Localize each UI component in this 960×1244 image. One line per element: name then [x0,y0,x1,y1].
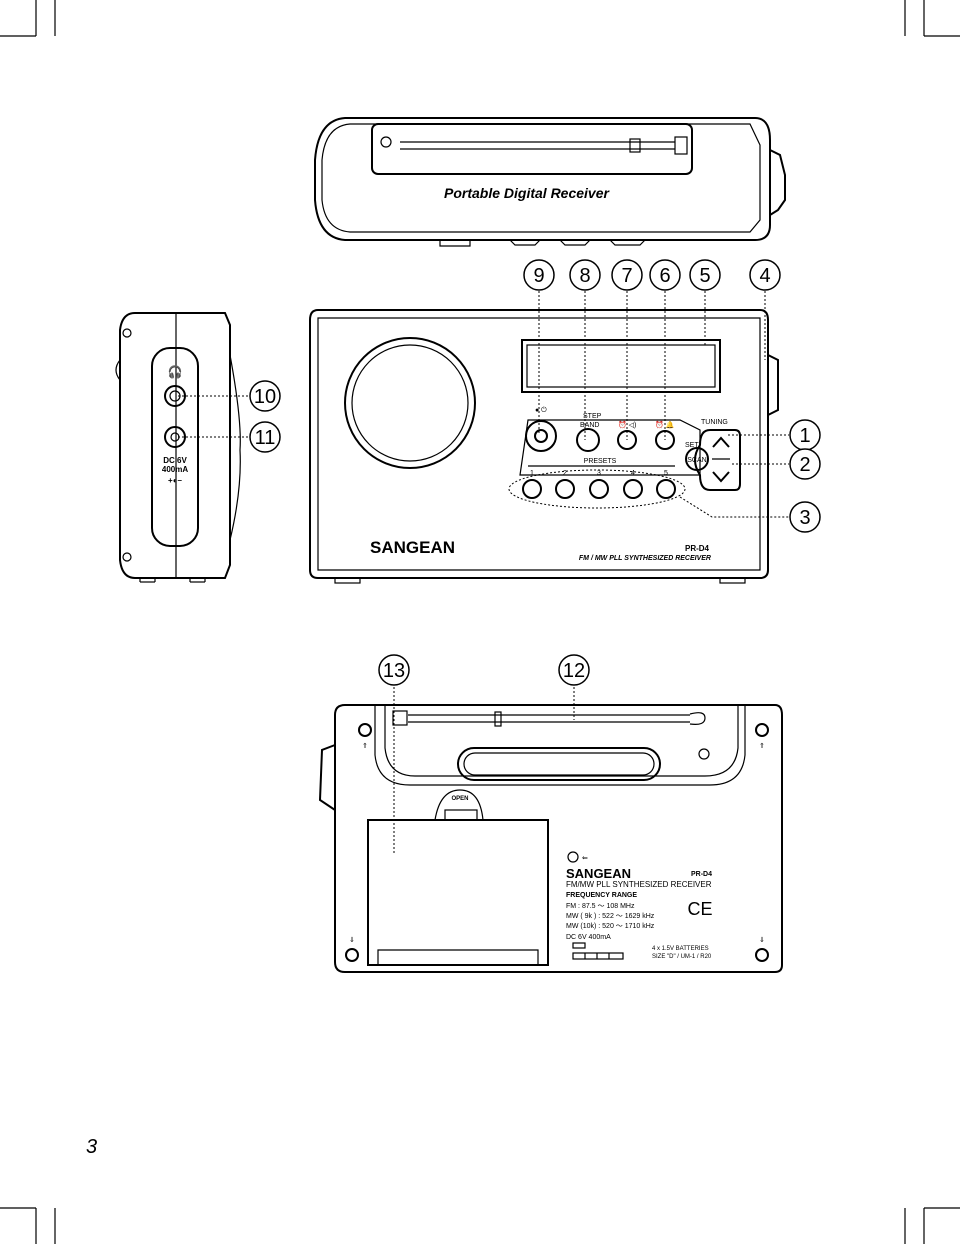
rear-open-label: OPEN [451,796,468,802]
callout-number-12: 12 [563,660,585,682]
band-label: BAND [580,422,599,429]
callout-number-13: 13 [383,660,405,682]
headphone-icon: 🎧 [168,365,183,379]
callout-13: 13 [378,654,410,686]
callout-number-8: 8 [579,265,590,287]
callout-number-2: 2 [799,454,810,476]
callout-12: 12 [558,654,590,686]
callout-6: 6 [649,259,681,291]
callout-9: 9 [523,259,555,291]
callout-number-3: 3 [799,507,810,529]
front-model: PR-D4 [685,544,710,553]
top-view: Portable Digital Receiver [314,117,786,247]
rear-brand-logo: SANGEAN [566,866,631,881]
svg-text:⇓: ⇓ [759,936,765,944]
svg-text:● ⏻: ● ⏻ [535,406,547,414]
callout-circle-10 [249,380,281,412]
callout-number-9: 9 [533,265,544,287]
tuning-label: TUNING [701,419,728,426]
preset-number-1: 1 [530,470,534,477]
callout-7: 7 [611,259,643,291]
rear-receiver-line: FM/MW PLL SYNTHESIZED RECEIVER [566,880,712,889]
callout-circle-5 [689,259,721,291]
front-brand-logo: SANGEAN [370,538,455,557]
svg-text:⇓: ⇓ [349,936,355,944]
callout-number-6: 6 [659,265,670,287]
callout-3: 3 [789,501,821,533]
callout-11: 11 [249,421,281,453]
svg-text:⇐: ⇐ [582,855,588,862]
rear-freq-fm: FM : 87.5 ～ 108 MHz [566,903,635,910]
callout-4: 4 [749,259,781,291]
callout-circle-12 [558,654,590,686]
preset-button-4 [623,479,643,499]
step-label: STEP [583,413,602,420]
rear-view: ⇑ ⇑ ⇓ ⇓ OPEN ⇐ SANGEAN PR-D4 FM/MW PLL S… [318,704,783,973]
callout-circle-3 [789,501,821,533]
preset-button-2 [555,479,575,499]
callout-8: 8 [569,259,601,291]
rear-freq-heading: FREQUENCY RANGE [566,892,637,899]
callout-number-10: 10 [254,386,276,408]
callout-circle-2 [789,448,821,480]
front-subtitle: FM / MW PLL SYNTHESIZED RECEIVER [579,555,711,562]
callout-number-4: 4 [759,265,770,287]
set-label: SET [685,442,699,449]
preset-button-5 [656,479,676,499]
leader-lines [178,291,789,855]
callout-circle-7 [611,259,643,291]
callout-circle-8 [569,259,601,291]
side-dc-label-1: DC 6V [163,456,187,465]
preset-button-3 [589,479,609,499]
side-polarity-symbol: +◐– [168,476,183,485]
rear-battery-1: 4 x 1.5V BATTERIES [652,946,709,952]
callout-number-7: 7 [621,265,632,287]
callout-circle-11 [249,421,281,453]
front-view: ● ⏻ STEP BAND ⏰ ◁) ⏰ 🔔 SET TUNING SCAN P… [309,309,779,584]
callout-5: 5 [689,259,721,291]
battery-orientation-icon [572,942,624,960]
svg-text:⇑: ⇑ [362,742,368,750]
preset-button-1 [522,479,542,499]
page-number: 3 [86,1136,97,1158]
preset-number-5: 5 [664,470,668,477]
rear-dc-rating: DC 6V 400mA [566,934,611,941]
callout-circle-4 [749,259,781,291]
rear-battery-2: SIZE "D" / UM-1 / R20 [652,954,712,960]
side-view: 🎧 DC 6V 400mA +◐– [115,312,241,583]
preset-number-2: 2 [563,470,567,477]
callout-circle-9 [523,259,555,291]
side-dc-label-2: 400mA [162,465,188,474]
callout-number-5: 5 [699,265,710,287]
preset-number-4: 4 [631,470,635,477]
rear-freq-mw9: MW ( 9k ) : 522 ～ 1629 kHz [566,913,655,920]
rear-model: PR-D4 [691,871,712,878]
callout-circle-6 [649,259,681,291]
callout-number-1: 1 [799,425,810,447]
ce-mark: CE [687,899,712,919]
presets-label: PRESETS [584,458,617,465]
callout-1: 1 [789,419,821,451]
scan-label: SCAN [687,457,706,464]
rear-freq-mw10: MW (10k) : 520 ～ 1710 kHz [566,923,655,930]
top-view-title: Portable Digital Receiver [444,185,611,201]
callout-circle-13 [378,654,410,686]
preset-number-3: 3 [597,470,601,477]
svg-text:⇑: ⇑ [759,742,765,750]
callout-2: 2 [789,448,821,480]
callout-10: 10 [249,380,281,412]
callout-number-11: 11 [255,427,276,449]
